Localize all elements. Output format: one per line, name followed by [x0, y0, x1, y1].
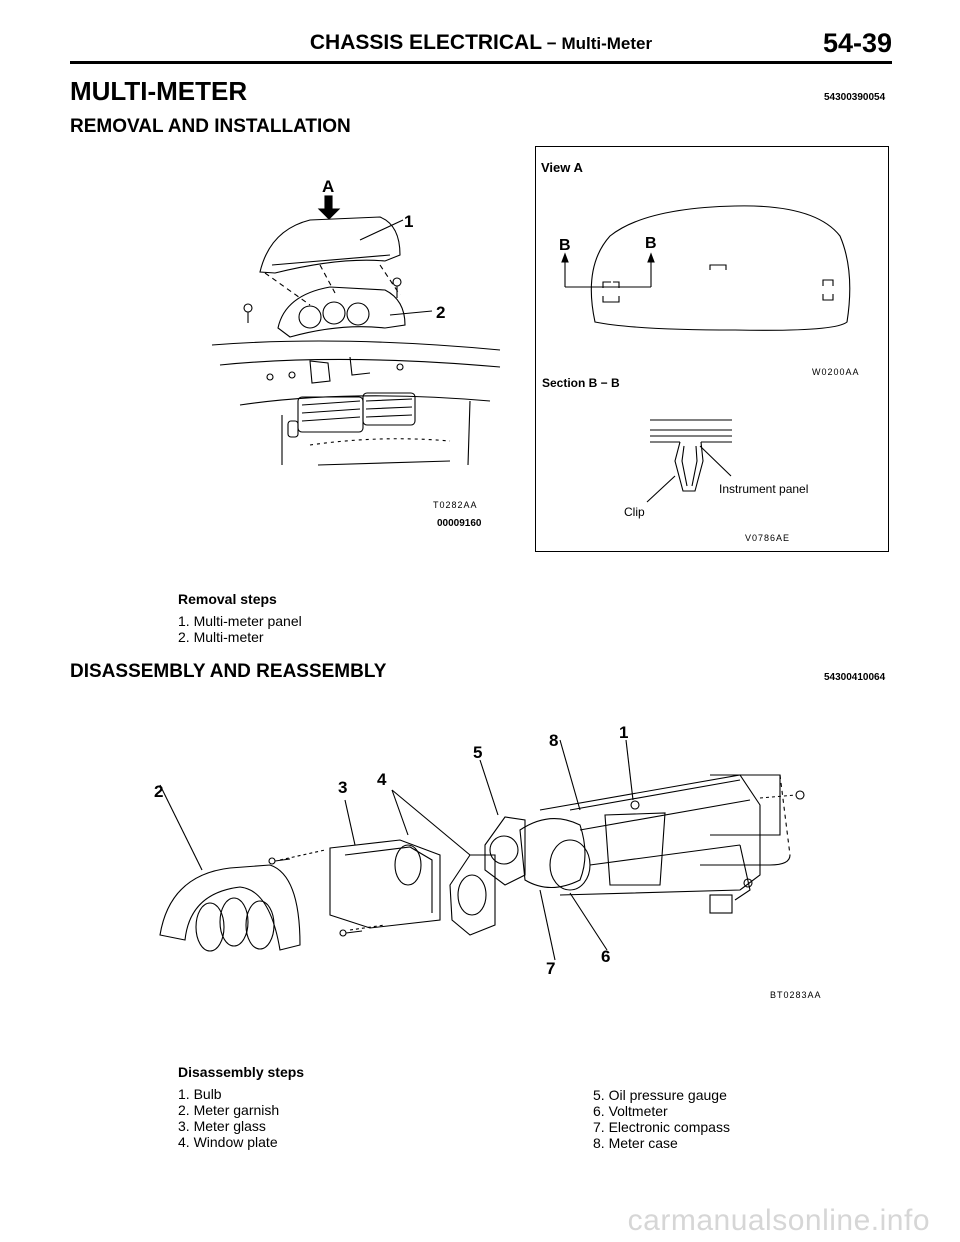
clip-label: Clip: [624, 505, 645, 519]
section-ref-code: V0786AE: [745, 533, 790, 543]
figure-ref-code: T0282AA: [433, 500, 478, 510]
disassembly-step: 6. Voltmeter: [593, 1103, 668, 1119]
disassembly-step: 8. Meter case: [593, 1135, 678, 1151]
callout-2: 2: [436, 303, 445, 322]
page-number: 54-39: [822, 28, 892, 58]
header-title: CHASSIS ELECTRICAL − Multi-Meter: [70, 30, 892, 57]
main-title: MULTI-METER: [70, 76, 248, 106]
page-header: CHASSIS ELECTRICAL − Multi-Meter 54-39: [70, 28, 892, 64]
callout-1: 1: [619, 723, 628, 742]
view-a-label: A: [322, 177, 334, 196]
disassembly-step: 4. Window plate: [178, 1134, 278, 1150]
callout-1: 1: [404, 212, 413, 231]
disassembly-step: 3. Meter glass: [178, 1118, 266, 1134]
removal-steps-title: Removal steps: [178, 591, 277, 607]
header-rule: [70, 61, 892, 64]
disassembly-step: 7. Electronic compass: [593, 1119, 730, 1135]
callout-6: 6: [601, 947, 610, 966]
disassembly-step: 1. Bulb: [178, 1086, 222, 1102]
view-a-title: View A: [541, 160, 584, 175]
instrument-panel-label: Instrument panel: [719, 482, 808, 496]
callout-7: 7: [546, 959, 555, 978]
b-label-right: B: [645, 235, 657, 252]
header-section: CHASSIS ELECTRICAL: [309, 31, 543, 54]
callout-3: 3: [338, 778, 347, 797]
disassembly-step: 5. Oil pressure gauge: [593, 1087, 727, 1103]
section-b-title: Section B − B: [542, 376, 620, 390]
disassembly-steps-right: 5. Oil pressure gauge 6. Voltmeter 7. El…: [593, 1087, 730, 1151]
disassembly-steps-left: Disassembly steps 1. Bulb 2. Meter garni…: [178, 1064, 304, 1150]
view-a-ref-code: W0200AA: [812, 367, 860, 377]
view-a-box: [535, 146, 889, 552]
removal-figure: A 1 2 T0282AA 00009160: [211, 177, 501, 529]
callout-5: 5: [473, 743, 482, 762]
disassembly-ref-code: BT0283AA: [770, 990, 822, 1000]
callout-8: 8: [549, 731, 558, 750]
header-dash: −: [542, 34, 562, 53]
watermark: carmanualsonline.info: [627, 1204, 930, 1237]
callout-2: 2: [154, 782, 163, 801]
disassembly-code: 54300410064: [824, 672, 886, 683]
disassembly-heading: DISASSEMBLY AND REASSEMBLY: [70, 661, 387, 682]
view-a-diagram: View A B B W0200AA Section B − B Instrum…: [541, 160, 860, 543]
figure-id-code: 00009160: [437, 518, 482, 529]
disassembly-steps-title: Disassembly steps: [178, 1064, 305, 1080]
b-label-left: B: [559, 237, 571, 254]
removal-heading: REMOVAL AND INSTALLATION: [70, 116, 351, 137]
disassembly-step: 2. Meter garnish: [178, 1102, 280, 1118]
removal-step: 1. Multi-meter panel: [178, 613, 302, 629]
removal-step: 2. Multi-meter: [178, 629, 264, 645]
callout-4: 4: [377, 770, 387, 789]
removal-steps: Removal steps 1. Multi-meter panel 2. Mu…: [178, 591, 302, 645]
header-subsection: Multi-Meter: [561, 34, 653, 53]
disassembly-figure: 2 3 4 5 8 1 6 7 BT0283AA: [154, 723, 822, 1000]
main-title-code: 54300390054: [824, 92, 886, 103]
